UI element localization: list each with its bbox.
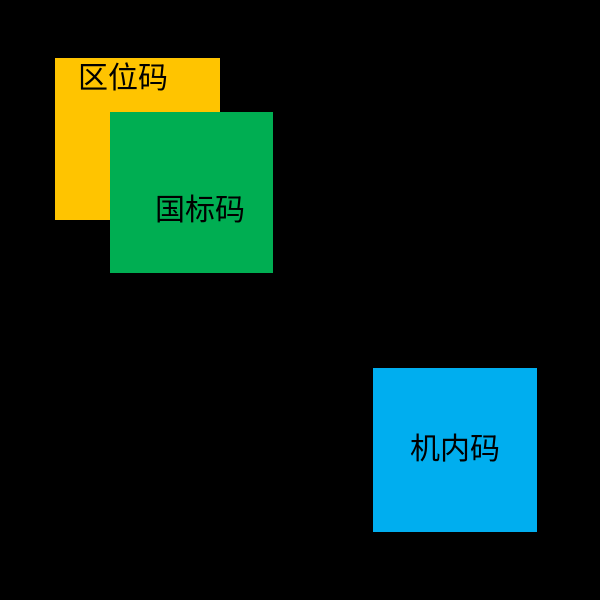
box-label-quweima: 区位码 bbox=[78, 61, 168, 96]
box-label-jineima: 机内码 bbox=[410, 432, 500, 467]
box-jineima[interactable] bbox=[373, 368, 537, 532]
box-guobiaoma[interactable] bbox=[110, 112, 273, 273]
box-label-guobiaoma: 国标码 bbox=[155, 193, 245, 228]
